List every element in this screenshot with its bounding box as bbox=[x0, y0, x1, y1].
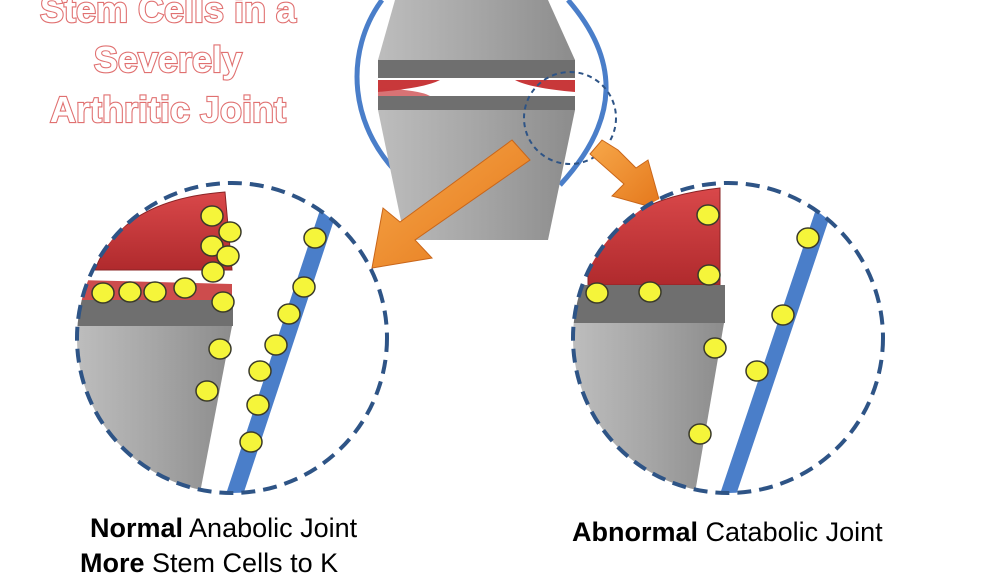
normal-stem-cell bbox=[292, 276, 316, 298]
upper-cartilage-right bbox=[515, 80, 575, 92]
zoom-region-circle bbox=[523, 71, 617, 165]
normal-stem-cell bbox=[248, 360, 272, 382]
abnormal-stem-cell bbox=[796, 227, 820, 249]
title-line-2: Severely bbox=[94, 39, 242, 80]
upper-bone bbox=[378, 0, 575, 60]
abnormal-stem-cell bbox=[703, 337, 727, 359]
abnormal-zoom-outline bbox=[571, 181, 885, 495]
normal-caption2-bold: More bbox=[80, 548, 145, 578]
normal-caption-line1: Normal Anabolic Joint bbox=[90, 513, 357, 544]
abnormal-stem-cell bbox=[696, 204, 720, 226]
arrow-to-normal bbox=[371, 139, 531, 269]
abnormal-stem-cell bbox=[745, 360, 769, 382]
title-line-1: Stem Cells in a bbox=[40, 0, 297, 30]
normal-stem-cell bbox=[211, 291, 235, 313]
normal-stem-cell bbox=[277, 303, 301, 325]
normal-stem-cell bbox=[264, 334, 288, 356]
normal-stem-cell bbox=[200, 205, 224, 227]
normal-stem-cell bbox=[208, 338, 232, 360]
abnormal-stem-cell bbox=[638, 281, 662, 303]
abnormal-caption-bold: Abnormal bbox=[572, 517, 699, 547]
normal-caption-line2: More Stem Cells to K bbox=[80, 548, 338, 579]
diagram-title: Stem Cells in a Severely Arthritic Joint bbox=[39, 0, 298, 131]
joint-capsule-right bbox=[558, 0, 609, 187]
normal-zoom-outline bbox=[75, 181, 389, 495]
normal-stem-cells bbox=[91, 205, 327, 453]
title-line-3: Arthritic Joint bbox=[50, 89, 286, 130]
arthritic-joint-diagram: Stem Cells in a Severely Arthritic Joint bbox=[39, 0, 885, 495]
abnormal-stem-cell bbox=[585, 282, 609, 304]
normal-caption2-rest: Stem Cells to K bbox=[152, 548, 339, 578]
normal-stem-cell bbox=[201, 261, 225, 283]
normal-stem-cell bbox=[118, 281, 142, 303]
abnormal-stem-cells bbox=[585, 204, 820, 445]
arrow-to-abnormal bbox=[589, 139, 663, 211]
normal-stem-cell bbox=[218, 221, 242, 243]
knee-joint-overview bbox=[354, 0, 617, 240]
normal-stem-cell bbox=[246, 394, 270, 416]
normal-stem-cell bbox=[143, 281, 167, 303]
normal-caption-bold: Normal bbox=[90, 513, 184, 543]
normal-stem-cell bbox=[239, 431, 263, 453]
abnormal-stem-cell bbox=[688, 423, 712, 445]
normal-stem-cell bbox=[303, 227, 327, 249]
normal-stem-cell bbox=[173, 277, 197, 299]
normal-bone-plate bbox=[77, 300, 233, 326]
abnormal-stem-cell bbox=[697, 264, 721, 286]
abnormal-caption-line1: Abnormal Catabolic Joint bbox=[572, 517, 883, 548]
abnormal-caption-rest: Catabolic Joint bbox=[705, 517, 883, 547]
abnormal-stem-cell bbox=[771, 304, 795, 326]
lower-bone-plate bbox=[378, 96, 575, 110]
upper-bone-plate bbox=[378, 60, 575, 78]
normal-joint-detail bbox=[75, 181, 389, 495]
lower-cartilage-left bbox=[378, 88, 430, 96]
normal-caption-rest: Anabolic Joint bbox=[189, 513, 358, 543]
joint-capsule-left bbox=[354, 0, 412, 187]
normal-stem-cell bbox=[91, 282, 115, 304]
abnormal-synovium bbox=[720, 212, 830, 493]
normal-stem-cell bbox=[195, 380, 219, 402]
normal-stem-cell bbox=[200, 235, 224, 257]
abnormal-joint-detail bbox=[571, 181, 885, 495]
normal-stem-cell bbox=[216, 245, 240, 267]
